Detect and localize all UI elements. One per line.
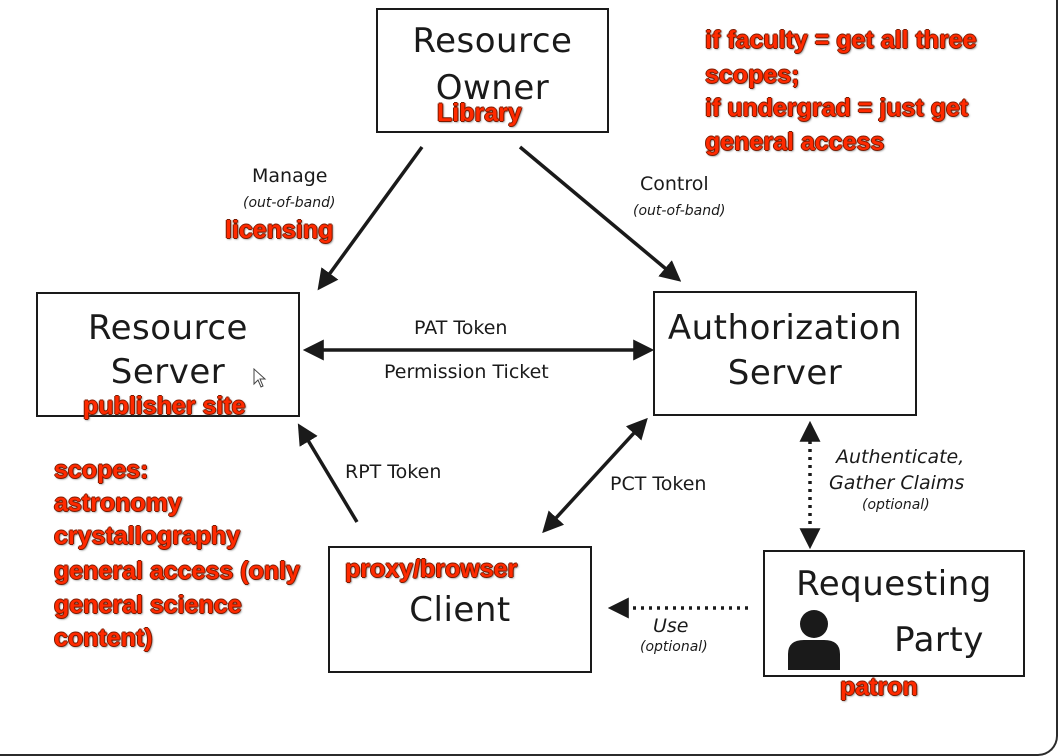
rpt-token-arrow — [297, 423, 359, 523]
publisher-site-annotation: publisher site — [83, 392, 246, 420]
resource-owner-box: Resource Owner — [376, 8, 609, 133]
use-note: (optional) — [640, 639, 708, 655]
use-label: Use — [653, 615, 689, 637]
gather-claims-note: (optional) — [862, 497, 930, 513]
gather-claims-label: Gather Claims — [829, 472, 965, 494]
faculty-note-line: if undergrad = just get — [705, 94, 969, 122]
scopes-note-line: content) — [54, 624, 153, 652]
resource-server-title-line2: Server — [110, 352, 226, 392]
control-note: (out-of-band) — [633, 203, 726, 219]
control-label: Control — [640, 173, 709, 195]
manage-label: Manage — [252, 165, 328, 187]
person-icon — [788, 610, 840, 670]
scopes-note-line: crystallography — [54, 522, 241, 550]
patron-annotation: patron — [840, 673, 918, 701]
control-arrow — [518, 145, 682, 282]
manage-arrow — [317, 145, 424, 291]
client-box: Client — [328, 546, 592, 673]
requesting-party-title-line1: Requesting — [796, 564, 992, 604]
scopes-note-line: scopes: — [54, 456, 149, 484]
mouse-cursor-icon — [253, 368, 267, 388]
authorization-server-box: Authorization Server — [653, 291, 917, 416]
scopes-note-line: astronomy — [54, 489, 182, 517]
permission-ticket-label: Permission Ticket — [384, 361, 549, 383]
manage-note: (out-of-band) — [243, 195, 336, 211]
faculty-note-line: scopes; — [705, 61, 800, 89]
resource-owner-title-line2: Owner — [435, 68, 550, 108]
scopes-note-line: general science — [54, 591, 242, 619]
proxy-browser-annotation: proxy/browser — [345, 555, 518, 583]
requesting-party-box: Requesting Party — [763, 550, 1025, 677]
authorization-server-title-line1: Authorization — [667, 308, 903, 348]
resource-owner-title-line1: Resource — [412, 21, 573, 61]
rpt-token-label: RPT Token — [345, 461, 442, 483]
scopes-note-line: general access (only — [54, 557, 300, 585]
resource-server-title-line1: Resource — [88, 308, 248, 348]
authorization-server-title-line2: Server — [727, 353, 843, 393]
pat-token-label: PAT Token — [414, 317, 508, 339]
requesting-party-title-line2: Party — [894, 620, 984, 660]
authenticate-label: Authenticate, — [836, 446, 965, 468]
library-annotation: Library — [437, 99, 522, 127]
client-title: Client — [409, 590, 511, 630]
licensing-annotation: licensing — [225, 216, 334, 244]
resource-server-box: Resource Server — [36, 292, 300, 417]
faculty-note-line: general access — [705, 128, 885, 156]
faculty-note-line: if faculty = get all three — [705, 26, 977, 54]
pct-token-arrow — [542, 417, 648, 534]
pct-token-label: PCT Token — [610, 473, 707, 495]
